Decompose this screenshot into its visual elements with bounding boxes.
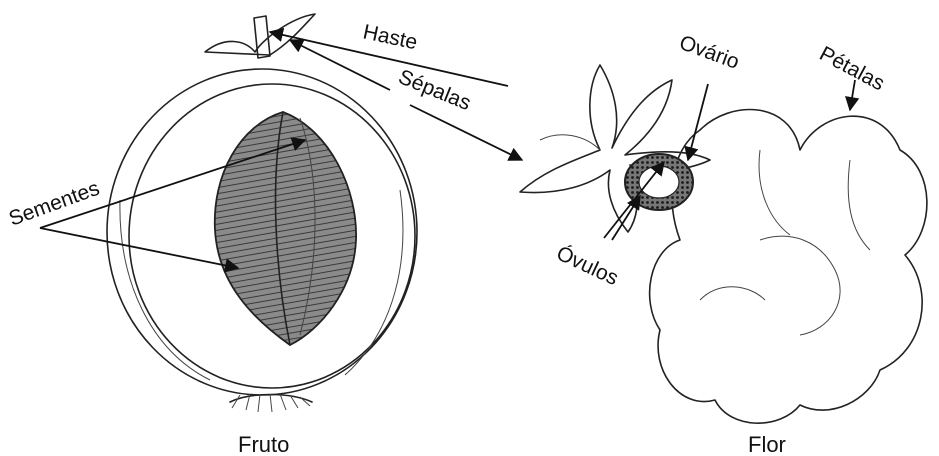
fruit-drawing: [107, 14, 417, 412]
seeds-arrow-2: [40, 228, 238, 268]
flower-petals: [650, 110, 927, 424]
label-ovario: Ovário: [676, 31, 742, 74]
caption-flor: Flor: [748, 432, 786, 456]
fruit-stem: [254, 16, 270, 58]
caption-fruto: Fruto: [238, 432, 289, 456]
label-ovulos: Óvulos: [553, 242, 622, 290]
label-petalas: Pétalas: [816, 42, 889, 95]
petals-arrow: [850, 80, 855, 110]
label-haste: Haste: [361, 20, 419, 54]
label-sepalas: Sépalas: [395, 65, 474, 115]
fruit-base: [230, 394, 312, 412]
ovary-arrow: [688, 84, 708, 160]
flower-sepals: [520, 65, 710, 232]
fruit-crown: [205, 14, 315, 55]
labels: Haste Sépalas Sementes Ovário Óvulos Pét…: [6, 20, 888, 456]
ovules-arrow-2: [612, 196, 640, 240]
flower-drawing: [520, 65, 927, 423]
